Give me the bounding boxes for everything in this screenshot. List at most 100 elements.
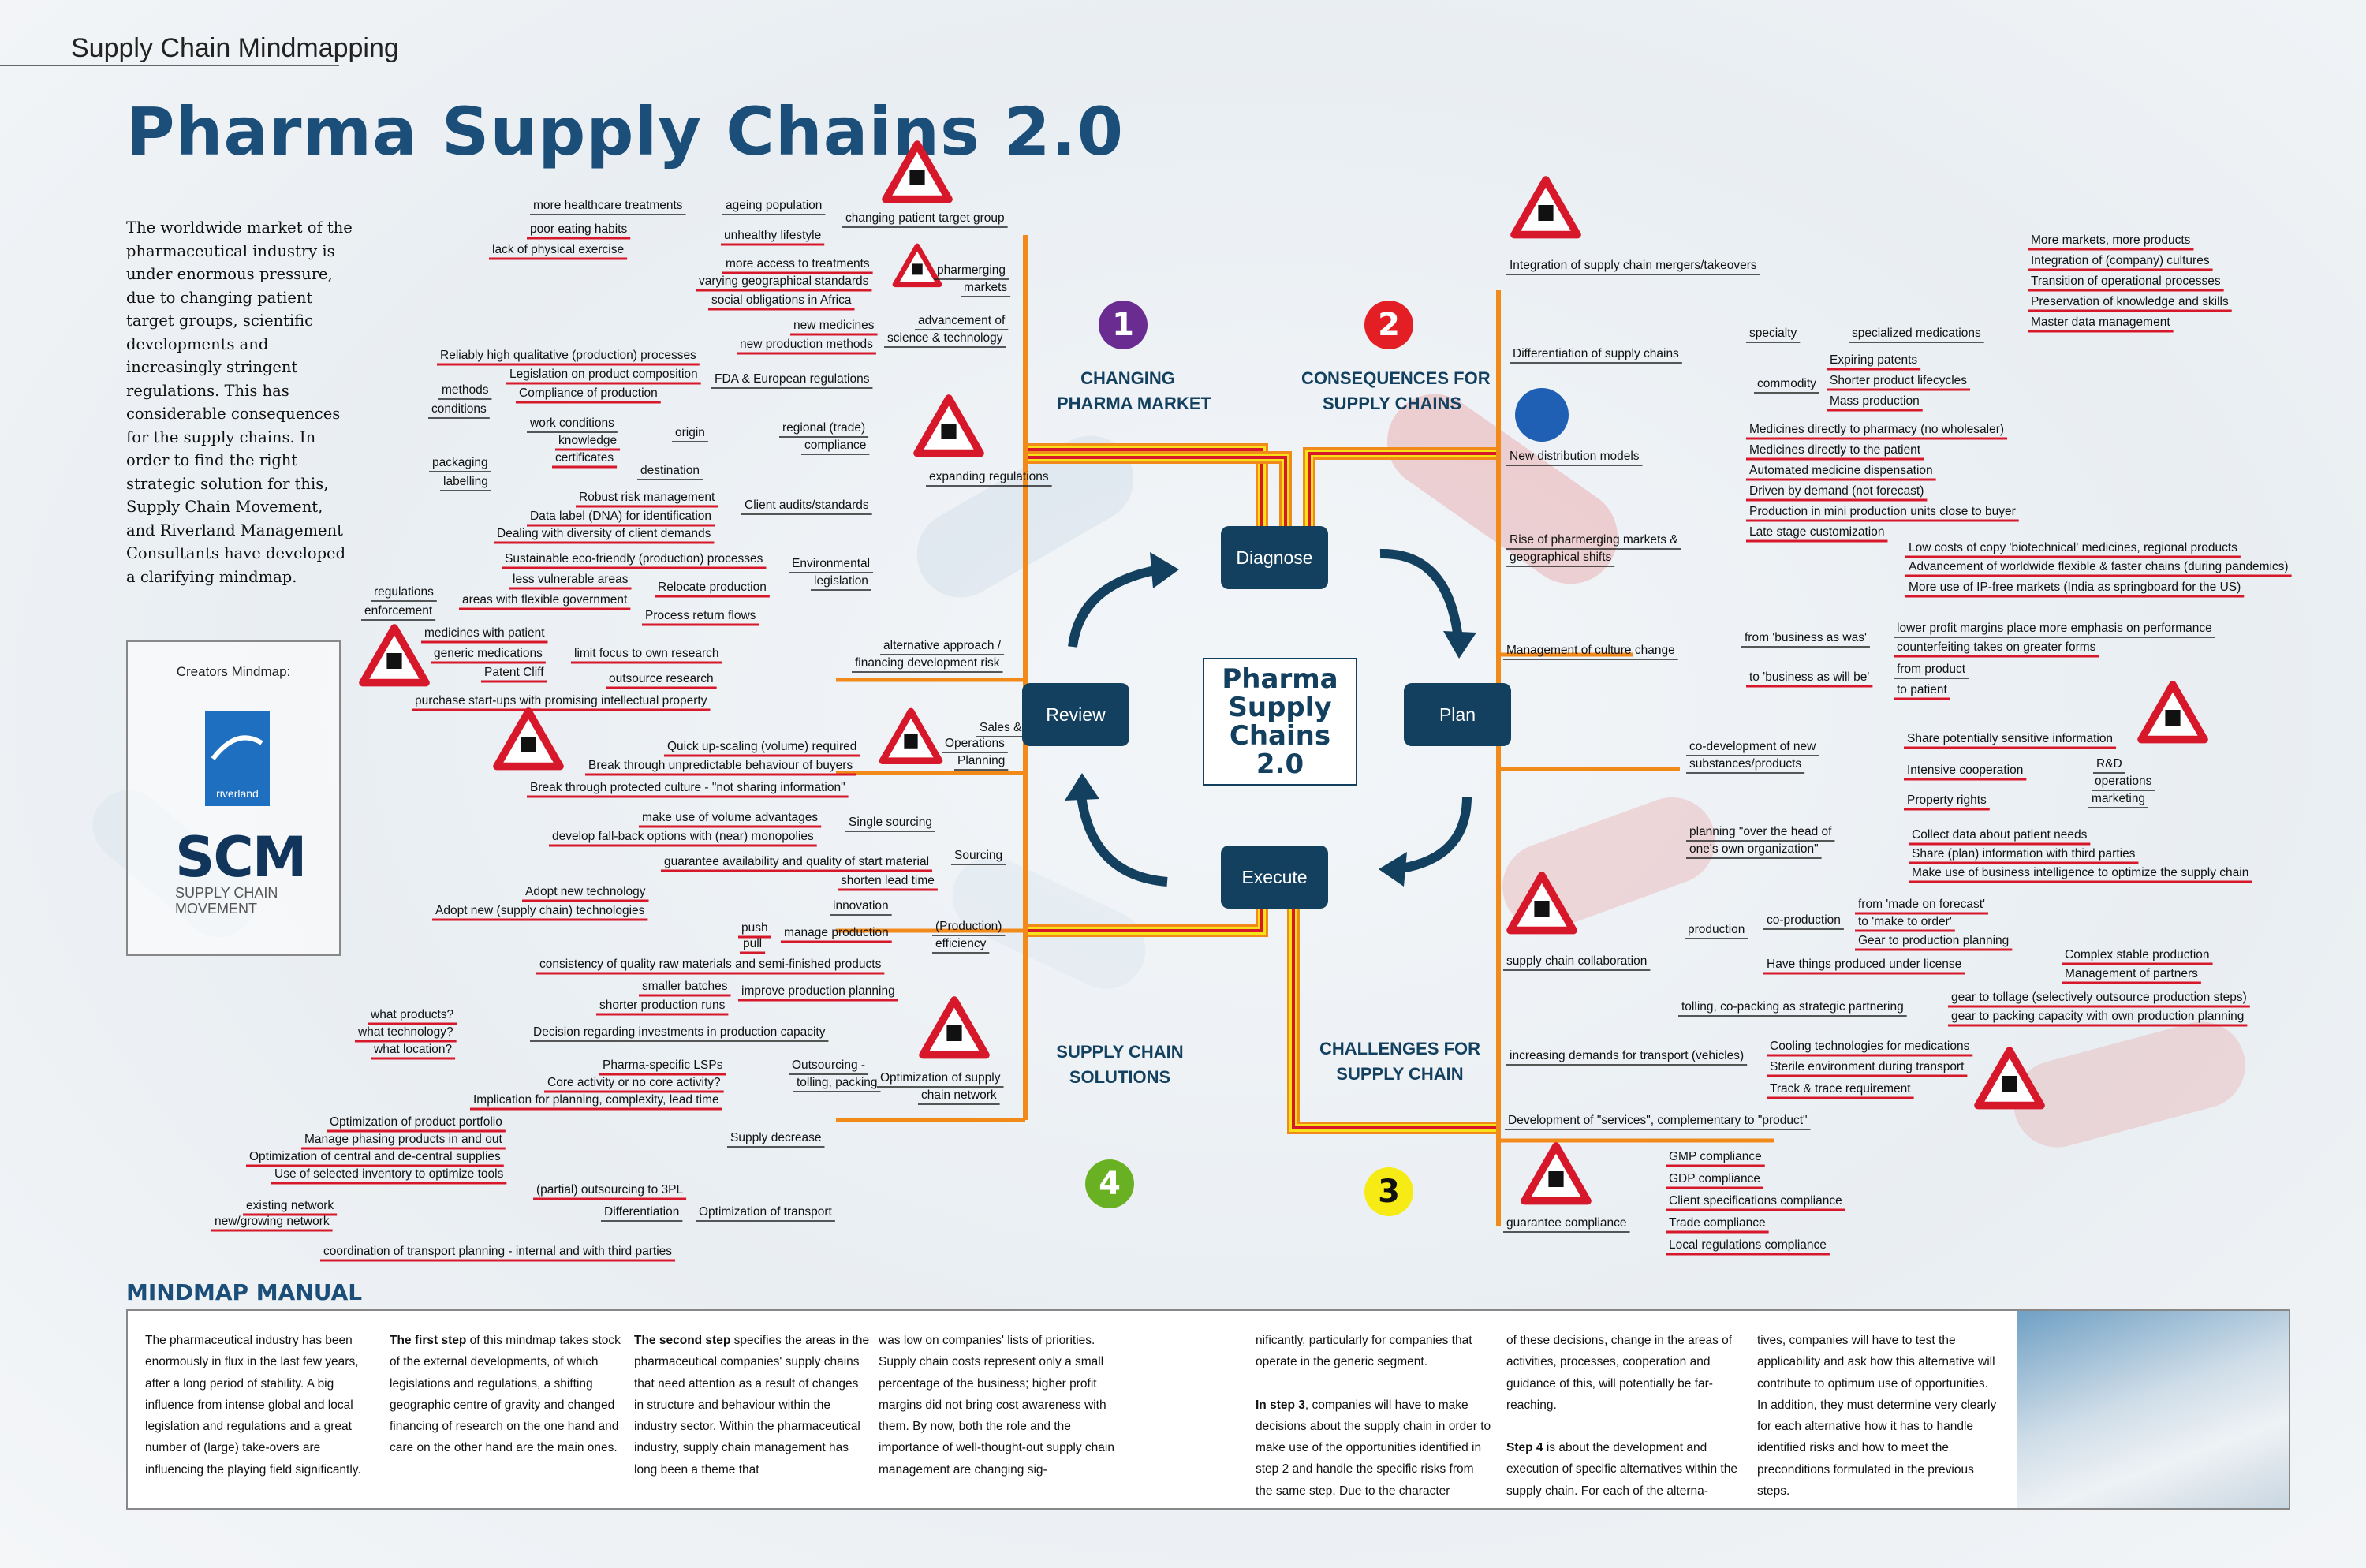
mindmap-node-label: Core activity or no core activity?	[547, 1076, 721, 1089]
mindmap-node-label: to patient	[1897, 683, 1947, 696]
creators-label: Creators Mindmap:	[176, 664, 291, 679]
mindmap-node-label: smaller batches	[642, 980, 728, 993]
divider	[0, 65, 339, 66]
mindmap-node-label: Integration of supply chain mergers/take…	[1510, 259, 1757, 272]
mindmap-node-label: unhealthy lifestyle	[724, 229, 822, 242]
execute-node[interactable]: Execute	[1221, 846, 1328, 909]
riverland-logo[interactable]: riverland	[205, 711, 270, 806]
scm-logo-sub2: MOVEMENT	[175, 901, 258, 917]
arrow-head-icon	[1065, 773, 1099, 801]
mindmap-node-label: co-production	[1767, 913, 1841, 927]
mindmap-node-label: science & technology	[887, 331, 1003, 345]
mindmap-node-label: Outsourcing -	[792, 1058, 866, 1072]
mindmap-node-label: Management of partners	[2065, 967, 2198, 980]
mindmap-node-label: markets	[964, 281, 1008, 294]
mindmap-node-label: Production in mini production units clos…	[1749, 505, 2016, 518]
manual-col-3: The second step specifies the areas in t…	[634, 1330, 871, 1480]
mindmap-node-label: coordination of transport planning - int…	[323, 1245, 673, 1258]
manual-col-3-text: specifies the areas in the pharmaceutica…	[634, 1334, 870, 1477]
manual-box: The pharmaceutical industry has been eno…	[126, 1309, 2290, 1510]
q4-title-l2: SOLUTIONS	[1069, 1067, 1171, 1087]
mindmap-node-label: regional (trade)	[782, 421, 866, 435]
center-title-line2: Supply	[1228, 692, 1332, 723]
mindmap-node-label: Trade compliance	[1669, 1216, 1766, 1230]
mindmap-node-label: Legislation on product composition	[509, 368, 698, 381]
mindmap-node-label: Collect data about patient needs	[1912, 828, 2088, 842]
mindmap-node-label: (partial) outsourcing to 3PL	[536, 1183, 684, 1197]
mindmap-node-label: shorten lead time	[841, 874, 935, 887]
road-works-sign-icon	[919, 996, 990, 1059]
road-merge-sign-icon	[1510, 176, 1581, 239]
bump-sign-icon	[493, 707, 564, 771]
branch-line	[1025, 909, 1266, 935]
branch-line	[1025, 454, 1289, 526]
manual-title: MINDMAP MANUAL	[126, 1279, 363, 1305]
mindmap-node-label: Share (plan) information with third part…	[1912, 847, 2136, 861]
fork-sign-icon	[1515, 388, 1569, 442]
mindmap-node-label: Pharma-specific LSPs	[603, 1058, 723, 1072]
manual-col-2-text: of this mindmap takes stock of the exter…	[390, 1334, 621, 1455]
mindmap-node-label: Advancement of worldwide flexible & fast…	[1909, 560, 2289, 573]
mindmap-node-label: Preservation of knowledge and skills	[2031, 295, 2229, 308]
mindmap-node-label: supply chain collaboration	[1506, 954, 1648, 968]
mindmap-node-label: Reliably high qualitative (production) p…	[440, 349, 696, 362]
plan-node[interactable]: Plan	[1404, 683, 1511, 746]
mindmap-node-label: advancement of	[918, 314, 1006, 327]
branch-line	[1305, 450, 1498, 526]
mindmap-node-label: to 'make to order'	[1858, 915, 1952, 928]
mindmap-node-label: Optimization of central and de-central s…	[249, 1150, 501, 1163]
mindmap-node-label: develop fall-back options with (near) mo…	[552, 830, 814, 843]
mindmap-node-label: new/growing network	[215, 1215, 330, 1228]
scm-logo[interactable]: SCM SUPPLY CHAIN MOVEMENT	[175, 830, 307, 917]
mindmap-node-label: specialty	[1749, 327, 1797, 340]
mindmap-node-label: from 'business as was'	[1745, 631, 1867, 644]
branch-line	[1287, 909, 1498, 1134]
mindmap-node-label: Compliance of production	[519, 386, 658, 400]
mindmap-node-label: enforcement	[364, 604, 433, 618]
mindmap-node-label: Medicines directly to pharmacy (no whole…	[1749, 423, 2005, 436]
branch-line	[1025, 456, 1287, 526]
mindmap-node-label: Shorter product lifecycles	[1830, 374, 1968, 387]
mindmap-node-label: Development of "services", complementary…	[1508, 1114, 1808, 1127]
q1-title-l2: PHARMA MARKET	[1057, 394, 1211, 413]
mindmap-node-label: Low costs of copy 'biotechnical' medicin…	[1909, 541, 2237, 554]
mindmap-node-label: what products?	[371, 1008, 454, 1021]
mindmap-node-label: Cooling technologies for medications	[1770, 1040, 1970, 1053]
step-3-badge: 3	[1364, 1167, 1413, 1216]
mindmap-node-label: Supply decrease	[730, 1131, 822, 1144]
mindmap-node-label: generic medications	[434, 647, 543, 660]
cycle-arrow-icon	[1379, 548, 1464, 648]
quay-sign-icon	[359, 624, 430, 687]
mindmap-node-label: pharmerging	[937, 263, 1006, 277]
mindmap-node-label: chain network	[921, 1088, 997, 1102]
mindmap-node-label: Environmental	[792, 557, 871, 570]
branch-line	[1303, 447, 1498, 526]
mindmap-node-label: tolling, co-packing as strategic partner…	[1681, 1000, 1904, 1014]
mindmap-node-label: Medicines directly to the patient	[1749, 443, 1921, 457]
mindmap-node-label: Late stage customization	[1749, 525, 1885, 539]
branch-line	[1025, 451, 1292, 526]
mindmap-node-label: Break through protected culture - "not s…	[530, 781, 845, 794]
manual-col-2: The first step of this mindmap takes sto…	[390, 1330, 626, 1459]
mindmap-node-label: Manage phasing products in and out	[304, 1133, 502, 1146]
mindmap-node-label: Share potentially sensitive information	[1907, 732, 2114, 745]
mindmap-node-label: Expiring patents	[1830, 353, 1918, 367]
mindmap-node-label: Intensive cooperation	[1907, 763, 2024, 777]
diagnose-node[interactable]: Diagnose	[1221, 526, 1328, 589]
mindmap-node-label: improve production planning	[741, 984, 895, 998]
mindmap-node-label: more healthcare treatments	[533, 199, 683, 212]
mindmap-node-label: limit focus to own research	[574, 647, 719, 660]
branch-line	[1289, 909, 1498, 1132]
mindmap-node-label: counterfeiting takes on greater forms	[1897, 640, 2096, 654]
mindmap-node-label: Sourcing	[954, 849, 1003, 862]
mindmap-node-label: conditions	[431, 402, 487, 416]
mindmap-node-label: Process return flows	[645, 609, 756, 622]
mindmap-node-label: new medicines	[793, 319, 875, 332]
two-way-traffic-sign-icon	[1506, 872, 1577, 935]
review-node[interactable]: Review	[1022, 683, 1129, 746]
mindmap-node-label: New distribution models	[1510, 450, 1640, 463]
mindmap-node-label: Rise of pharmerging markets &	[1510, 533, 1678, 547]
